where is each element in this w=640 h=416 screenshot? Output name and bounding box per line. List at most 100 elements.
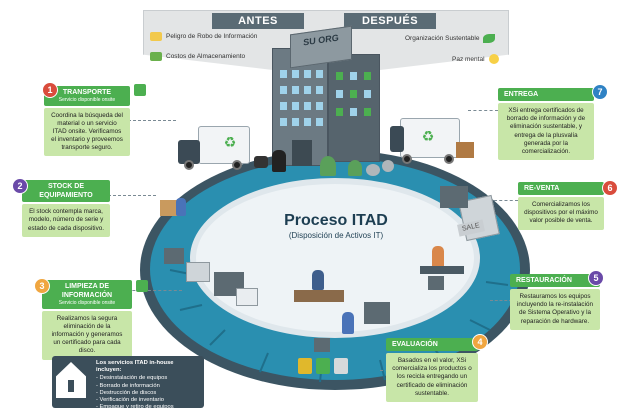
building-window-plant bbox=[350, 90, 357, 98]
repair-technician-figure bbox=[432, 246, 444, 268]
step-number-4: 4 bbox=[472, 334, 488, 350]
service-item: - Desinstalación de equipos bbox=[96, 375, 168, 382]
recycle-bin-yellow bbox=[298, 358, 312, 374]
server-icon bbox=[314, 338, 330, 352]
skull-bin-icon bbox=[254, 156, 268, 168]
building-window bbox=[304, 86, 311, 94]
building-window bbox=[280, 102, 287, 110]
truck-wheel bbox=[184, 160, 194, 170]
tree-icon bbox=[320, 156, 336, 176]
building-window bbox=[316, 102, 323, 110]
cardboard-box-icon bbox=[456, 142, 474, 158]
step-heading: STOCK DE EQUIPAMIENTO bbox=[22, 180, 110, 203]
building-window bbox=[292, 70, 299, 78]
step-limpieza: LIMPIEZA DE INFORMACIÓN Servicio disponi… bbox=[42, 280, 132, 360]
step-description: Restauramos los equipos incluyendo la re… bbox=[510, 289, 600, 330]
step-number-2: 2 bbox=[12, 178, 28, 194]
printer-icon bbox=[186, 262, 210, 282]
step-title: RESTAURACIÓN bbox=[516, 277, 572, 284]
building-window-plant bbox=[364, 72, 371, 80]
delivery-truck bbox=[400, 118, 460, 158]
building-window bbox=[280, 70, 287, 78]
building-window-plant bbox=[336, 72, 343, 80]
warning-icon bbox=[150, 32, 162, 41]
technician-figure bbox=[312, 270, 324, 290]
step-description: Coordina la búsqueda del material o un s… bbox=[44, 107, 130, 157]
step-number-1: 1 bbox=[42, 82, 58, 98]
building-window bbox=[304, 70, 311, 78]
leader-line bbox=[122, 290, 182, 291]
process-subtitle: (Disposición de Activos IT) bbox=[288, 231, 384, 240]
service-item: - Empaque y retiro de equipos bbox=[96, 404, 174, 411]
building-window bbox=[336, 90, 343, 98]
recycle-icon: ♻ bbox=[223, 134, 237, 150]
step-title: ENTREGA bbox=[504, 91, 539, 98]
building-window bbox=[292, 118, 299, 126]
truck-cab bbox=[390, 126, 404, 152]
services-heading: Los servicios ITAD in-house incluyen: bbox=[96, 360, 174, 374]
desktop-equipment-icon bbox=[440, 186, 468, 208]
evaluator-figure bbox=[342, 312, 354, 334]
process-track-center bbox=[190, 178, 480, 338]
before-item-label: Peligro de Robo de Información bbox=[166, 33, 258, 40]
truck-wheel bbox=[232, 160, 242, 170]
step-title: STOCK DE EQUIPAMIENTO bbox=[39, 183, 93, 200]
tool-box-icon bbox=[428, 276, 444, 290]
thief-icon bbox=[272, 150, 286, 172]
home-onsite-icon bbox=[134, 84, 146, 96]
step-title: RE-VENTA bbox=[524, 185, 560, 192]
step-restauracion: RESTAURACIÓN Restauramos los equipos inc… bbox=[510, 274, 600, 330]
work-desk bbox=[294, 290, 344, 302]
step-subtitle: Servicio disponible onsite bbox=[58, 300, 116, 307]
before-label: ANTES bbox=[212, 13, 304, 29]
building-window bbox=[280, 118, 287, 126]
building-window bbox=[316, 86, 323, 94]
step-heading: EVALUACIÓN bbox=[386, 338, 478, 352]
computer-equipment-icon bbox=[164, 248, 184, 264]
service-item: - Borrado de información bbox=[96, 382, 160, 389]
tree-icon bbox=[348, 160, 362, 176]
step-heading: ENTREGA bbox=[498, 88, 594, 102]
smiley-icon bbox=[488, 54, 499, 64]
after-label: DESPUÉS bbox=[344, 13, 436, 29]
after-item-label: Paz mental bbox=[452, 55, 485, 63]
step-number-6: 6 bbox=[602, 180, 618, 196]
step-number-5: 5 bbox=[588, 270, 604, 286]
before-item-label: Costos de Almacenamiento bbox=[166, 53, 246, 60]
building-window-plant bbox=[336, 108, 343, 116]
leader-line bbox=[108, 195, 156, 196]
leader-line bbox=[494, 200, 518, 201]
box-stack-icon bbox=[160, 200, 178, 216]
step-subtitle: Servicio disponible onsite bbox=[58, 97, 116, 104]
after-item-peace: Paz mental bbox=[452, 54, 499, 64]
truck-wheel bbox=[444, 154, 454, 164]
money-bag-icon bbox=[382, 160, 394, 172]
truck-wheel bbox=[402, 154, 412, 164]
home-door-icon bbox=[68, 380, 74, 392]
step-number-7: 7 bbox=[592, 84, 608, 100]
step-description: Realizamos la segura eliminación de la i… bbox=[42, 310, 132, 360]
leader-line bbox=[128, 120, 176, 121]
step-number-3: 3 bbox=[34, 278, 50, 294]
recycle-icon: ♻ bbox=[421, 128, 435, 144]
building-window bbox=[292, 102, 299, 110]
service-item: - Verificación de inventario bbox=[96, 397, 164, 404]
leader-line bbox=[468, 110, 498, 111]
before-item-theft: Peligro de Robo de Información bbox=[150, 32, 257, 41]
step-title: EVALUACIÓN bbox=[392, 341, 438, 348]
building-door bbox=[292, 140, 312, 166]
service-item: - Destrucción de discos bbox=[96, 389, 157, 396]
repair-bench bbox=[420, 266, 464, 274]
process-title: Proceso ITAD bbox=[284, 212, 388, 229]
step-description: Basados en el valor, XSi comercializa lo… bbox=[386, 353, 478, 402]
worker-figure bbox=[176, 198, 186, 216]
home-onsite-icon bbox=[136, 280, 148, 292]
building-window bbox=[304, 118, 311, 126]
truck-cab bbox=[178, 140, 200, 164]
building-window bbox=[304, 102, 311, 110]
building-window-plant bbox=[364, 108, 371, 116]
step-description: XSi entrega certificados de borrado de i… bbox=[498, 103, 594, 161]
money-bag-icon bbox=[366, 164, 380, 176]
building-window bbox=[292, 86, 299, 94]
inhouse-services-box: Los servicios ITAD in-house incluyen: - … bbox=[52, 356, 204, 411]
